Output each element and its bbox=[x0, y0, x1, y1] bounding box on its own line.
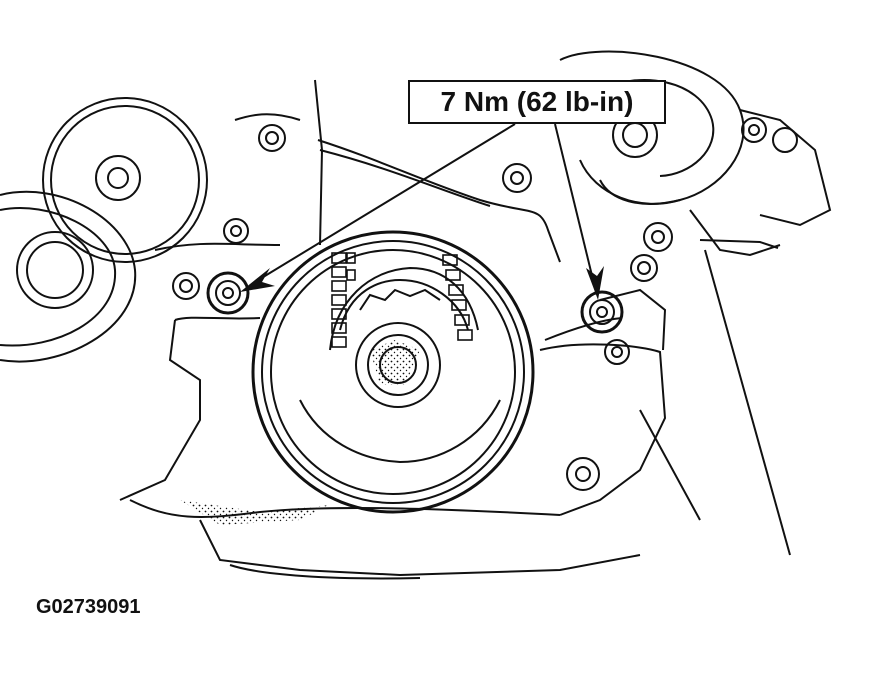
torque-label: 7 Nm (62 lb-in) bbox=[440, 86, 634, 117]
left-pulley-lower bbox=[0, 190, 137, 363]
arrow-head-right bbox=[586, 266, 604, 300]
timing-belt bbox=[251, 230, 535, 514]
belt-teeth-right bbox=[442, 254, 473, 341]
timing-cover-bolt-left bbox=[206, 271, 250, 315]
belt-teeth-left bbox=[331, 252, 356, 348]
shading-lower-left bbox=[180, 500, 330, 525]
water-pump-housing bbox=[559, 50, 832, 227]
crankshaft-sprocket bbox=[299, 266, 501, 464]
arrow-head-left bbox=[240, 268, 275, 292]
torque-callout: 7 Nm (62 lb-in) bbox=[408, 80, 666, 124]
callout-leader-lines bbox=[254, 123, 597, 293]
mounting-bolts bbox=[172, 117, 767, 491]
timing-cover-bolt-right bbox=[580, 290, 624, 334]
figure-id: G02739091 bbox=[36, 596, 141, 618]
shading-sprocket bbox=[370, 340, 420, 385]
engine-block-outline bbox=[119, 79, 791, 580]
left-pulley-upper bbox=[42, 97, 208, 263]
